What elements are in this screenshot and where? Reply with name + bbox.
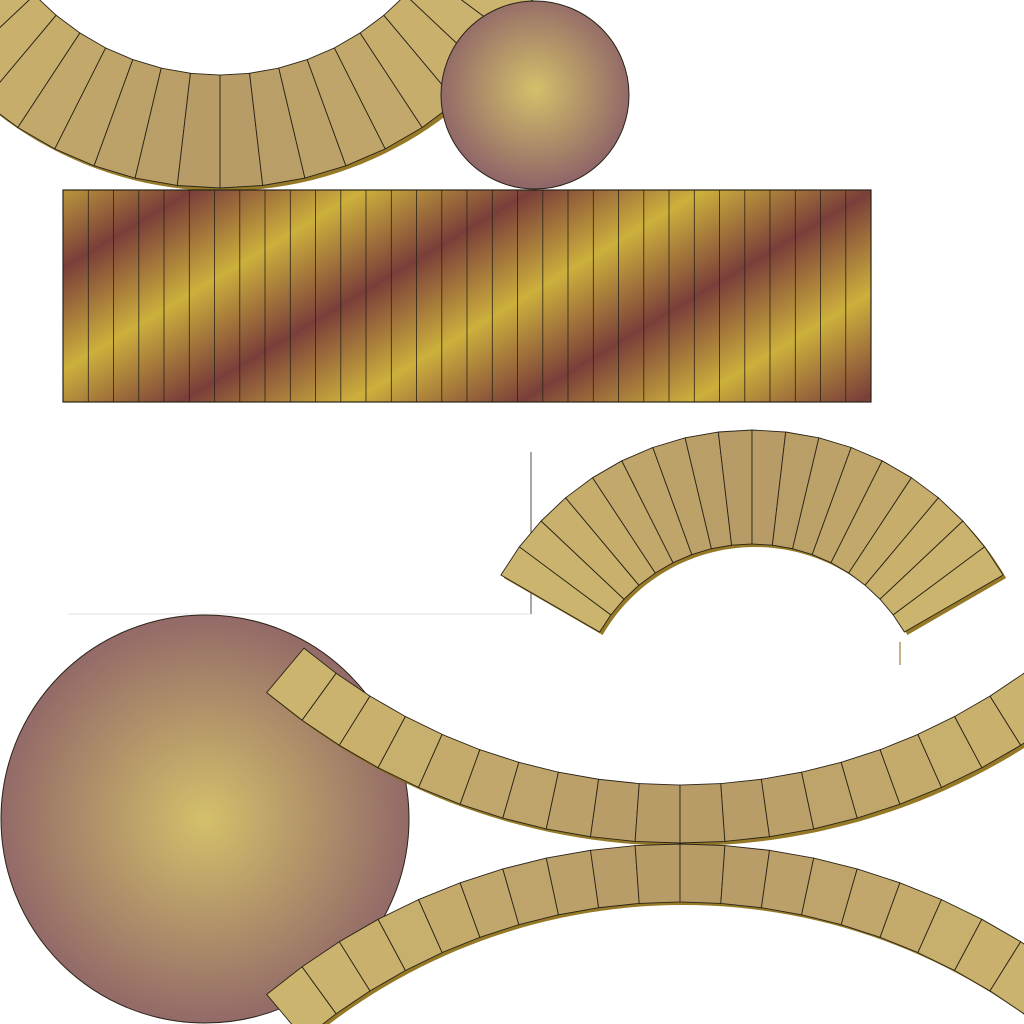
arc-segment <box>634 783 681 844</box>
disc-small <box>440 0 630 190</box>
arc-segment-middle <box>500 429 1007 635</box>
disc-small-face <box>440 0 630 190</box>
arc-segment <box>634 843 681 904</box>
arc-segment <box>679 843 726 904</box>
arc-segment <box>589 845 640 909</box>
arc-segment <box>720 778 771 842</box>
arc-segment-lower-lower <box>266 843 1024 1024</box>
arc-segment <box>720 845 771 909</box>
arc-segment <box>589 778 640 842</box>
arc-segment-lower-upper <box>266 647 1024 846</box>
striped-panel <box>62 189 872 403</box>
arc-segment <box>679 783 726 844</box>
arc-segment <box>892 546 1004 633</box>
